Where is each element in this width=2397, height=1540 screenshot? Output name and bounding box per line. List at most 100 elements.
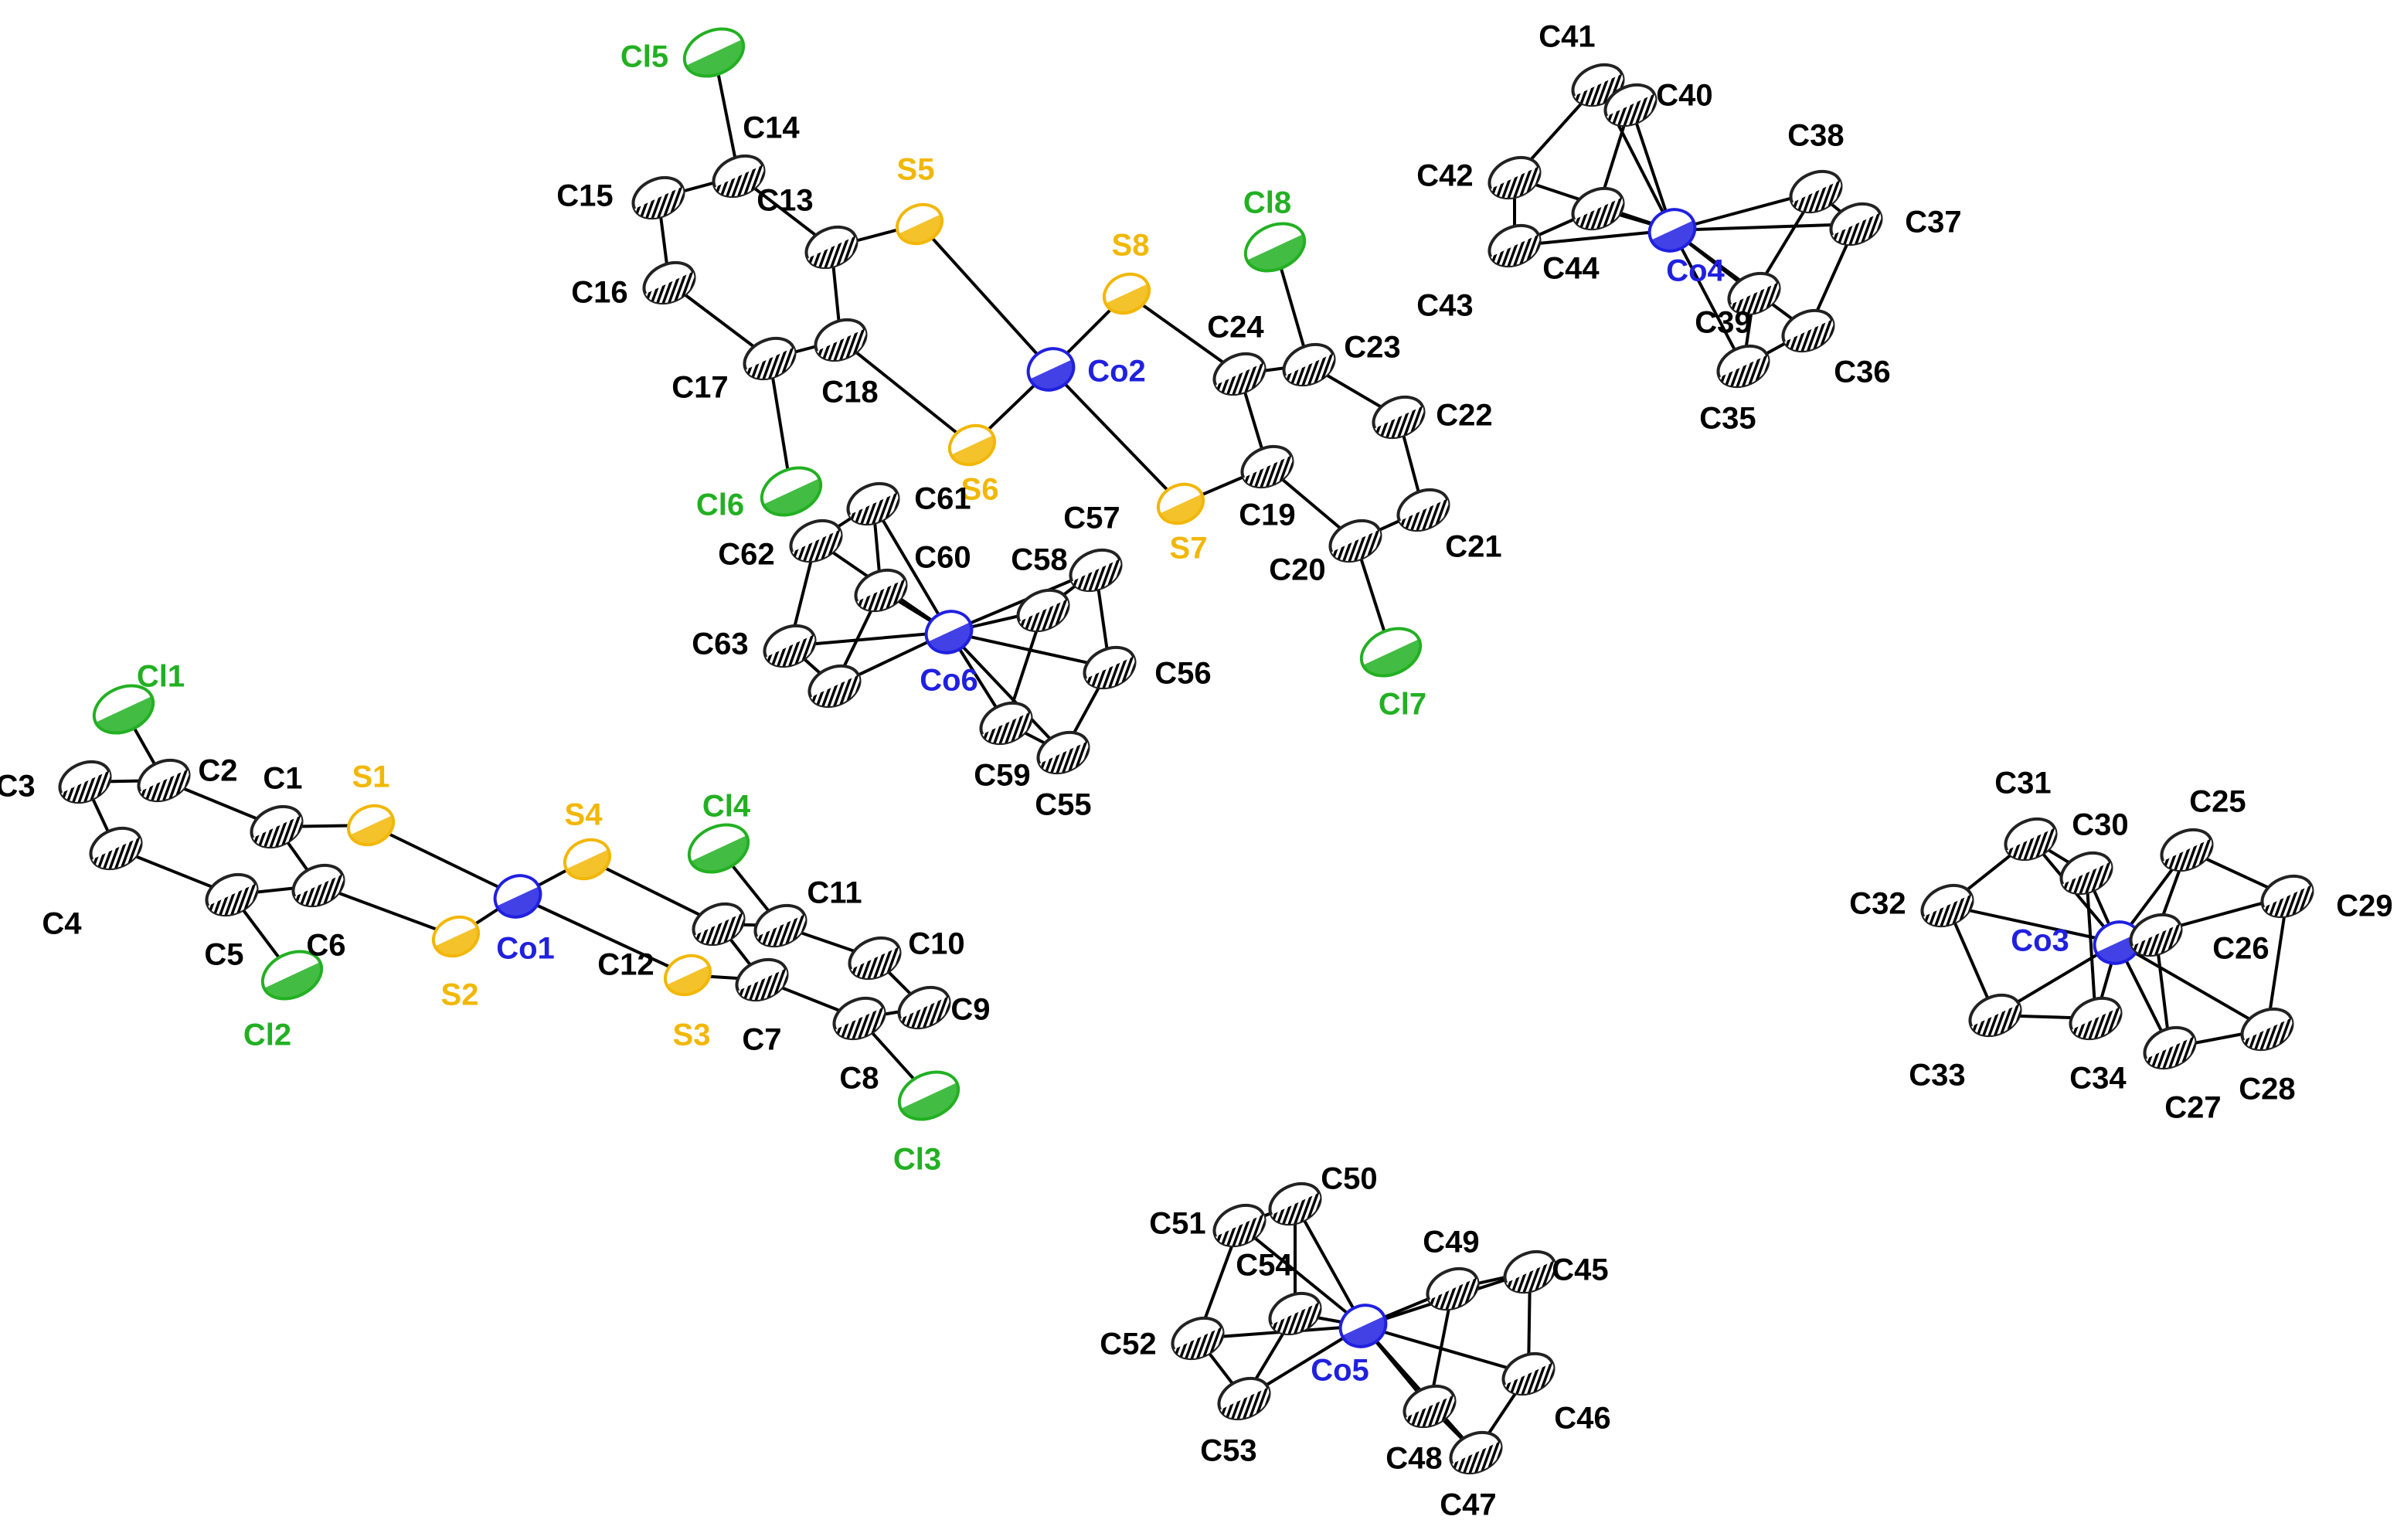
atom-cl3 <box>897 1070 960 1121</box>
label-c6: C6 <box>306 929 345 963</box>
atom-s4 <box>563 838 612 881</box>
label-c36: C36 <box>1834 355 1890 389</box>
atom-cl8 <box>1243 222 1307 273</box>
label-c42: C42 <box>1416 159 1473 193</box>
label-cl6: Cl6 <box>696 488 744 522</box>
atom-c46 <box>1501 1351 1556 1396</box>
bond-co6-c61 <box>872 502 950 634</box>
atom-c34 <box>2069 996 2123 1041</box>
bond-co3-c28 <box>2116 941 2268 1031</box>
atom-co3 <box>2093 920 2142 965</box>
label-c28: C28 <box>2239 1073 2295 1107</box>
atom-c59 <box>979 701 1033 746</box>
atom-c56 <box>1083 645 1137 690</box>
atom-c18 <box>814 318 868 362</box>
label-c34: C34 <box>2069 1062 2127 1096</box>
bond-co6-c56 <box>948 631 1110 669</box>
label-c1: C1 <box>263 762 302 796</box>
label-c21: C21 <box>1445 530 1501 564</box>
atom-c_6x <box>808 664 862 709</box>
atom-co6 <box>924 610 974 654</box>
label-c62: C62 <box>718 538 774 572</box>
atom-c21 <box>1396 488 1450 532</box>
label-co1: Co1 <box>496 932 555 966</box>
atom-c30 <box>2059 851 2113 896</box>
atom-c25 <box>2160 828 2214 872</box>
label-c54: C54 <box>1236 1249 1293 1283</box>
label-c5: C5 <box>204 938 243 972</box>
label-c57: C57 <box>1063 501 1120 535</box>
atom-c5 <box>205 872 259 917</box>
label-c10: C10 <box>908 927 964 961</box>
label-c23: C23 <box>1344 331 1400 365</box>
atom-s7 <box>1156 482 1205 525</box>
label-cl1: Cl1 <box>137 660 185 694</box>
atom-c2 <box>137 758 191 803</box>
bond-co1-s3 <box>517 895 688 977</box>
atom-co1 <box>493 874 542 919</box>
label-c22: C22 <box>1436 399 1492 433</box>
label-c40: C40 <box>1656 79 1712 113</box>
label-s7: S7 <box>1170 532 1208 566</box>
label-c53: C53 <box>1200 1434 1256 1468</box>
atom-c12 <box>692 902 746 947</box>
bond-s4-c12 <box>586 858 719 926</box>
atom-cl6 <box>760 466 823 517</box>
bond-co4-c35 <box>1671 229 1745 367</box>
label-cl4: Cl4 <box>702 790 751 824</box>
label-co6: Co6 <box>920 664 978 698</box>
bond-co6-c63 <box>789 631 950 648</box>
label-c26: C26 <box>2212 932 2269 966</box>
label-co4: Co4 <box>1666 254 1725 288</box>
label-c9: C9 <box>950 993 990 1027</box>
atom-c29 <box>2260 874 2314 919</box>
atom-c53 <box>1217 1376 1271 1421</box>
label-c59: C59 <box>974 759 1030 793</box>
atom-c51 <box>1212 1203 1266 1248</box>
label-c25: C25 <box>2189 785 2246 819</box>
atom-c32 <box>1920 883 1974 928</box>
atom-c10 <box>848 936 902 981</box>
label-cl7: Cl7 <box>1379 688 1426 722</box>
atom-cl4 <box>687 823 750 874</box>
atom-c8 <box>832 996 886 1041</box>
bond-co2-s7 <box>1049 368 1182 505</box>
label-c13: C13 <box>756 184 813 218</box>
label-c47: C47 <box>1440 1488 1496 1522</box>
bond-c34-c30 <box>2085 872 2097 1019</box>
atom-cl1 <box>92 684 155 735</box>
atom-c47 <box>1449 1430 1503 1475</box>
atom-co4 <box>1647 208 1697 253</box>
label-c12: C12 <box>597 948 654 982</box>
label-s1: S1 <box>352 760 390 794</box>
label-s4: S4 <box>565 798 604 832</box>
label-c43: C43 <box>1416 289 1473 323</box>
label-c63: C63 <box>692 627 748 661</box>
label-c15: C15 <box>556 179 613 213</box>
label-c4: C4 <box>42 907 82 941</box>
label-c2: C2 <box>198 754 237 788</box>
atom-c26 <box>2129 913 2183 957</box>
atom-c7 <box>735 957 789 1002</box>
atom-c9 <box>897 985 951 1030</box>
label-c45: C45 <box>1552 1253 1608 1287</box>
atom-s8 <box>1102 272 1151 315</box>
label-c37: C37 <box>1905 206 1961 240</box>
atom-c60 <box>854 568 908 613</box>
atom-c55 <box>1036 730 1090 775</box>
label-c29: C29 <box>2336 889 2392 923</box>
bond-co6-c55 <box>947 631 1065 754</box>
atom-c43 <box>1488 223 1542 268</box>
atom-c1 <box>250 804 304 849</box>
label-c33: C33 <box>1909 1059 1965 1093</box>
atom-c31 <box>2004 817 2058 862</box>
atom-c17 <box>743 336 797 381</box>
atom-c50 <box>1268 1181 1322 1226</box>
atom-c62 <box>789 518 843 563</box>
atom-c39 <box>1727 271 1781 316</box>
label-s2: S2 <box>441 978 479 1012</box>
atom-c40 <box>1603 83 1658 127</box>
label-c61: C61 <box>914 482 971 516</box>
